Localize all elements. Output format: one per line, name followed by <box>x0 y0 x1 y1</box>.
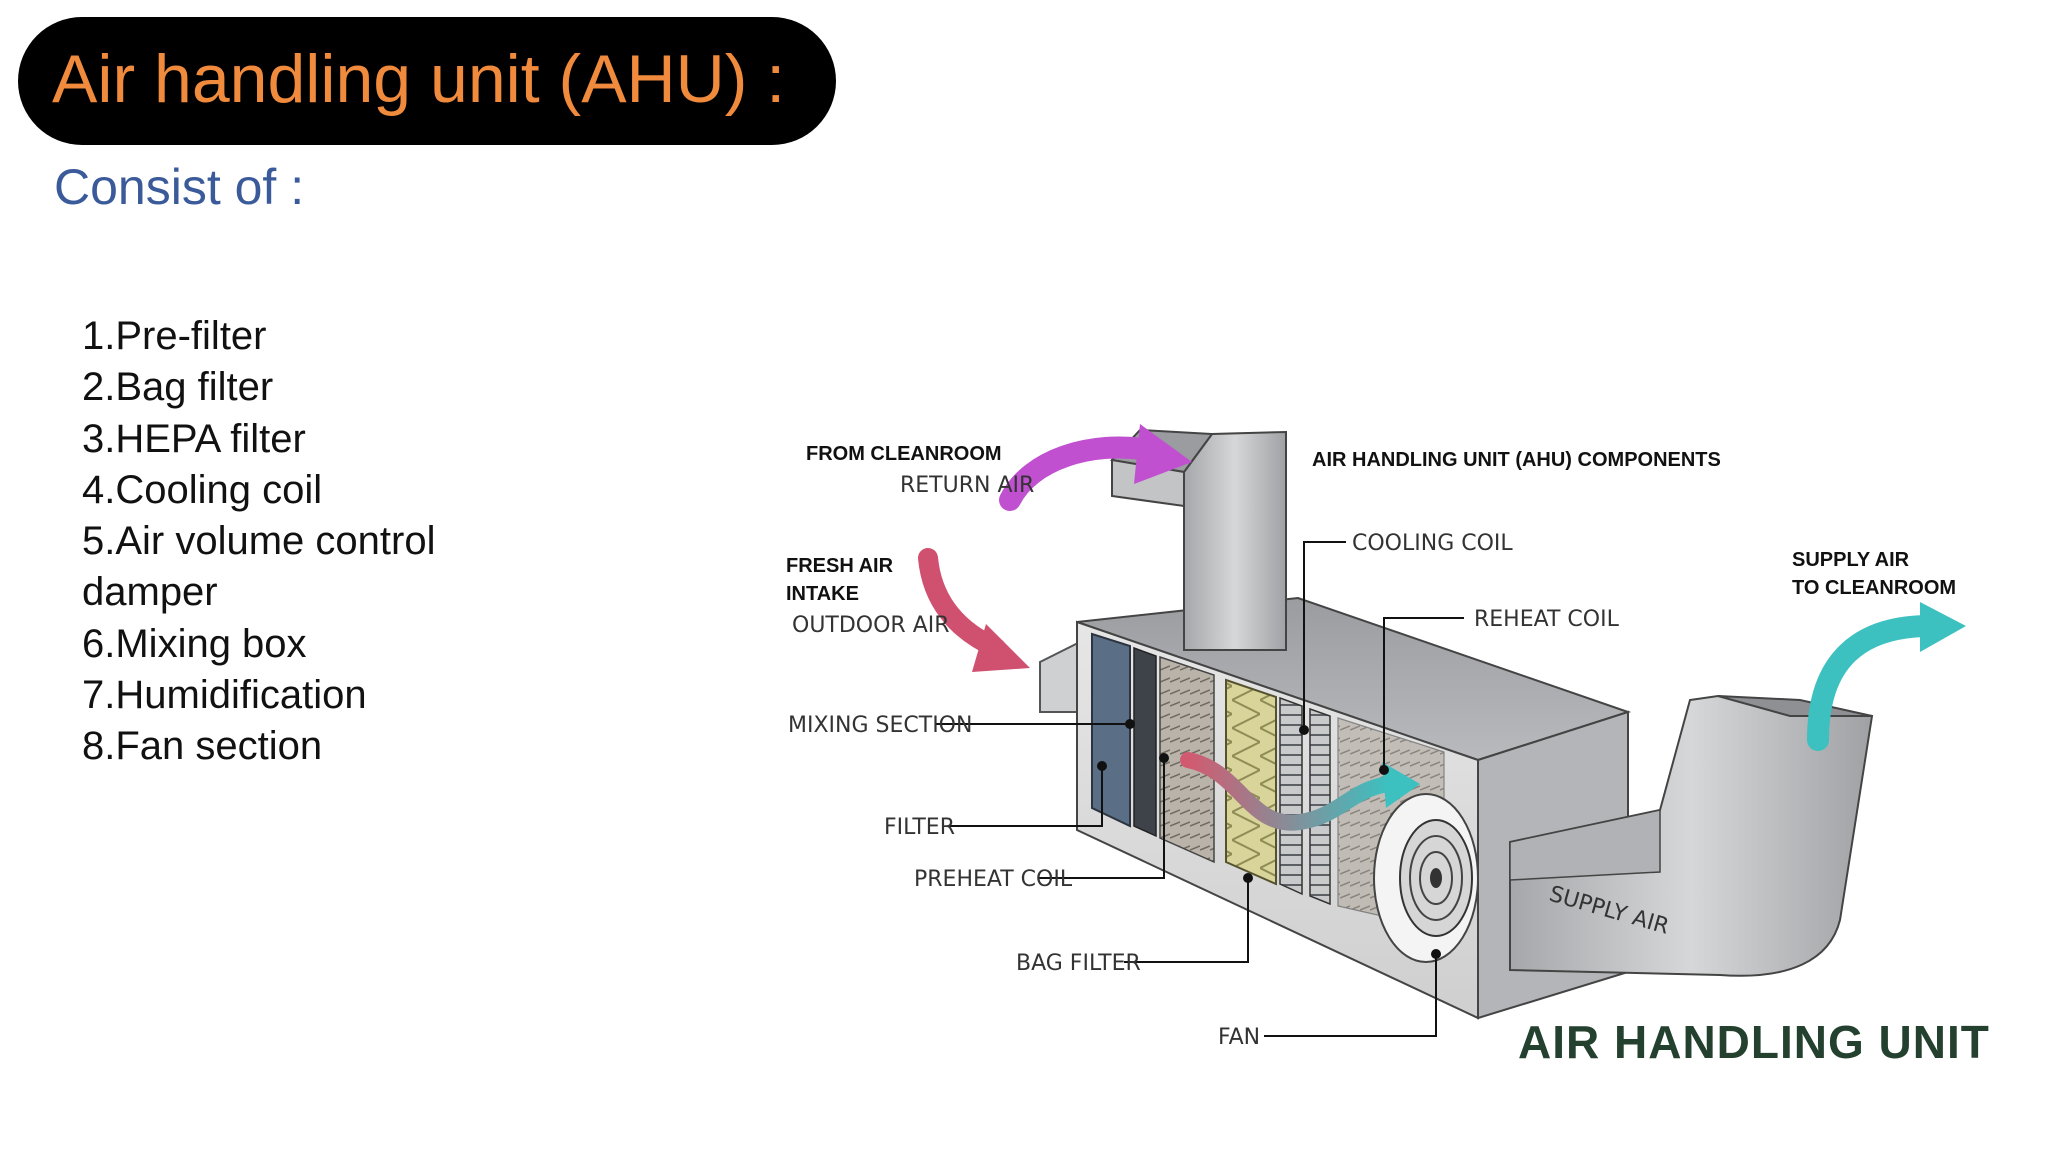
reheat-coil-panel <box>1309 707 1331 906</box>
label-mixing-section: MIXING SECTION <box>788 713 972 738</box>
slide-title: Air handling unit (AHU) : <box>52 41 786 117</box>
list-item: 5.Air volume control damper <box>82 519 436 615</box>
label-intake: INTAKE <box>786 583 859 605</box>
label-bag-filter: BAG FILTER <box>1016 951 1141 976</box>
list-item: 3.HEPA filter <box>82 416 306 461</box>
list-item: 8.Fan section <box>82 724 323 769</box>
label-from-cleanroom: FROM CLEANROOM <box>806 443 1002 465</box>
cooling-coil-panel <box>1279 696 1303 896</box>
leader-lines <box>936 541 1464 1037</box>
supply-air-duct <box>1509 694 1874 977</box>
supply-air-arrowhead <box>1920 602 1966 652</box>
label-to-cleanroom: TO CLEANROOM <box>1792 577 1956 599</box>
label-filter: FILTER <box>884 815 955 840</box>
internal-airflow-arrowhead <box>1382 762 1420 808</box>
fan <box>1373 793 1479 963</box>
list-item: 6.Mixing box <box>82 621 307 666</box>
figure-caption: AIR HANDLING UNIT <box>1518 1016 1990 1068</box>
label-cooling-coil: COOLING COIL <box>1352 531 1513 556</box>
label-preheat-coil: PREHEAT COIL <box>914 867 1073 892</box>
list-item: 4.Cooling coil <box>82 467 323 512</box>
slide-subtitle: Consist of : <box>54 159 305 215</box>
list-item: 1.Pre-filter <box>82 314 267 358</box>
label-fresh-air: FRESH AIR <box>786 555 894 577</box>
return-air-arrow <box>999 436 1161 511</box>
supply-air-arrow <box>1807 615 1941 751</box>
components-list: 1.Pre-filter 2.Bag filter 3.HEPA filter … <box>82 311 442 773</box>
fresh-air-arrowhead <box>972 624 1030 672</box>
return-air-arrowhead <box>1134 424 1192 484</box>
internal-airflow-arrow <box>1180 752 1396 831</box>
list-item: 2.Bag filter <box>82 365 274 410</box>
label-supply-air: SUPPLY AIR <box>1792 549 1910 571</box>
label-reheat-coil: REHEAT COIL <box>1474 607 1620 632</box>
list-item: 7.Humidification <box>82 673 367 718</box>
mixing-section-panel <box>1091 632 1131 828</box>
label-return-air: RETURN AIR <box>900 473 1034 498</box>
title-banner: Air handling unit (AHU) : <box>18 17 836 145</box>
bag-filter-panel <box>1225 678 1277 886</box>
label-outdoor-air: OUTDOOR AIR <box>792 613 950 638</box>
diagram-heading: AIR HANDLING UNIT (AHU) COMPONENTS <box>1312 449 1721 471</box>
filter-panel <box>1133 646 1157 838</box>
label-fan: FAN <box>1218 1025 1260 1050</box>
